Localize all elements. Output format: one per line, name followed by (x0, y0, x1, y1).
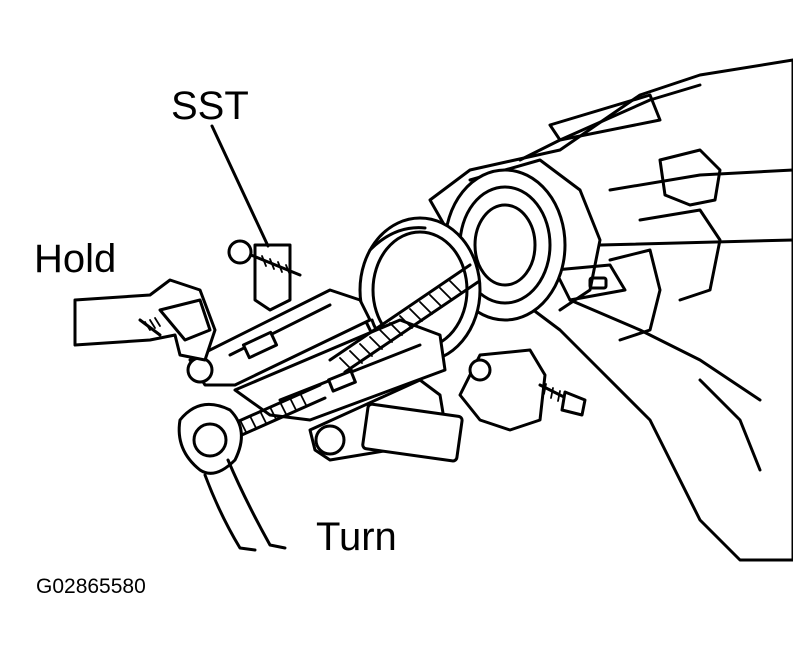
sst-puller (186, 239, 587, 463)
sst-leader-line (210, 124, 270, 248)
box-wrench (177, 402, 287, 552)
turn-label: Turn (316, 515, 397, 559)
figure-code: G02865580 (36, 575, 146, 598)
lower-threaded-rod (228, 383, 327, 440)
side-bolt (538, 383, 587, 417)
adjustable-wrench (73, 278, 217, 362)
hold-label: Hold (34, 237, 117, 281)
sst-label: SST (171, 84, 249, 128)
upper-bolt (227, 239, 302, 277)
forcing-screw (328, 263, 480, 374)
